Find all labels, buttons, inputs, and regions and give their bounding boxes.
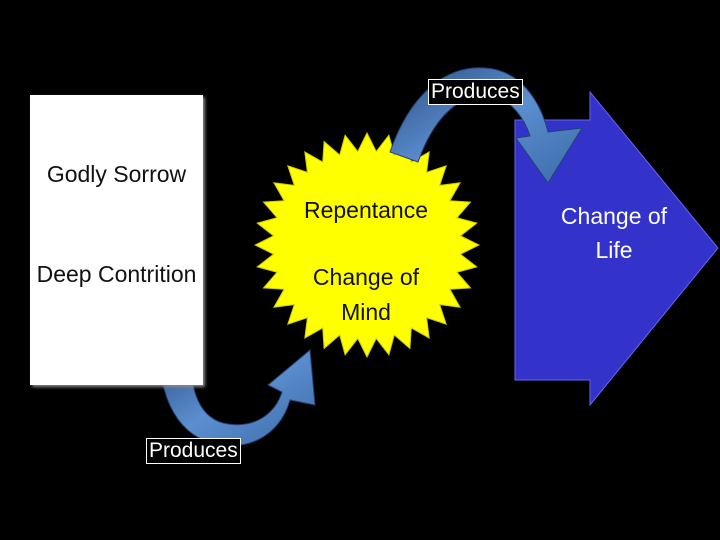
produces-label-bottom: Produces [146, 438, 241, 464]
repentance-starburst [253, 131, 481, 359]
bottom-curved-arrow [159, 344, 316, 447]
godly-sorrow-box [30, 95, 203, 385]
change-of-life-arrow [514, 90, 719, 407]
produces-label-top: Produces [428, 79, 523, 105]
change-of-mind-label: Change of Mind [312, 264, 420, 325]
repentance-label: Repentance [303, 197, 429, 223]
deep-contrition-label: Deep Contrition [36, 261, 197, 287]
change-of-life-label: Change of Life [560, 203, 668, 263]
godly-sorrow-label: Godly Sorrow [46, 161, 187, 187]
